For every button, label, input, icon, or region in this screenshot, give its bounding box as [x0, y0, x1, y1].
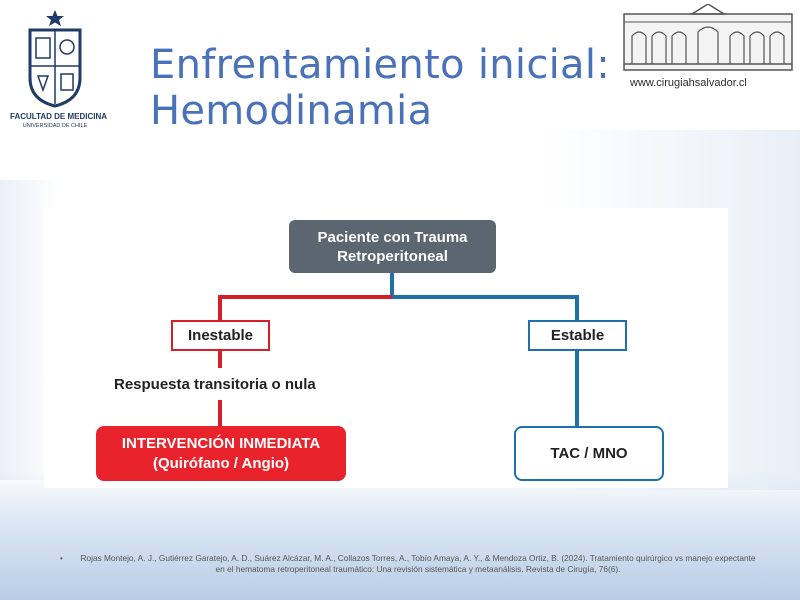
connector-estable — [392, 295, 579, 320]
node-root-line-2: Retroperitoneal — [337, 247, 448, 265]
hospital-logo: www.cirugiahsalvador.cl — [622, 3, 794, 94]
faculty-logo: FACULTAD DE MEDICINA UNIVERSIDAD DE CHIL… — [10, 8, 108, 133]
flowchart: Paciente con Trauma Retroperitoneal Ines… — [44, 208, 728, 488]
title-line-1: Enfrentamiento inicial: — [150, 42, 611, 88]
node-root-line-1: Paciente con Trauma — [317, 228, 468, 246]
background-gradient — [0, 470, 800, 600]
website-url: www.cirugiahsalvador.cl — [630, 77, 747, 89]
flowchart-connectors — [218, 273, 579, 426]
connector-inestable — [218, 295, 392, 320]
label-respuesta-transitoria: Respuesta transitoria o nula — [114, 376, 316, 393]
citation: • Rojas Montejo, A. J., Gutiérrez Garate… — [60, 553, 760, 575]
title-line-2: Hemodinamia — [150, 88, 433, 134]
node-estable: Estable — [528, 320, 627, 351]
faculty-name: FACULTAD DE MEDICINA — [10, 112, 108, 121]
citation-text: Rojas Montejo, A. J., Gutiérrez Garatejo… — [80, 553, 756, 574]
node-inestable: Inestable — [171, 320, 270, 351]
citation-bullet: • — [60, 553, 63, 563]
university-name: UNIVERSIDAD DE CHILE — [22, 123, 88, 129]
node-intervencion-inmediata: INTERVENCIÓN INMEDIATA (Quirófano / Angi… — [96, 426, 346, 481]
node-paciente-trauma: Paciente con Trauma Retroperitoneal — [289, 220, 496, 273]
hospital-building-icon — [623, 3, 793, 71]
node-intervencion-line-1: INTERVENCIÓN INMEDIATA — [121, 434, 321, 452]
node-intervencion-line-2: (Quirófano / Angio) — [152, 454, 290, 472]
slide-title: Enfrentamiento inicial: Hemodinamia — [150, 42, 610, 134]
node-tac-mno: TAC / MNO — [514, 426, 664, 481]
shield-crest-icon — [28, 10, 82, 108]
